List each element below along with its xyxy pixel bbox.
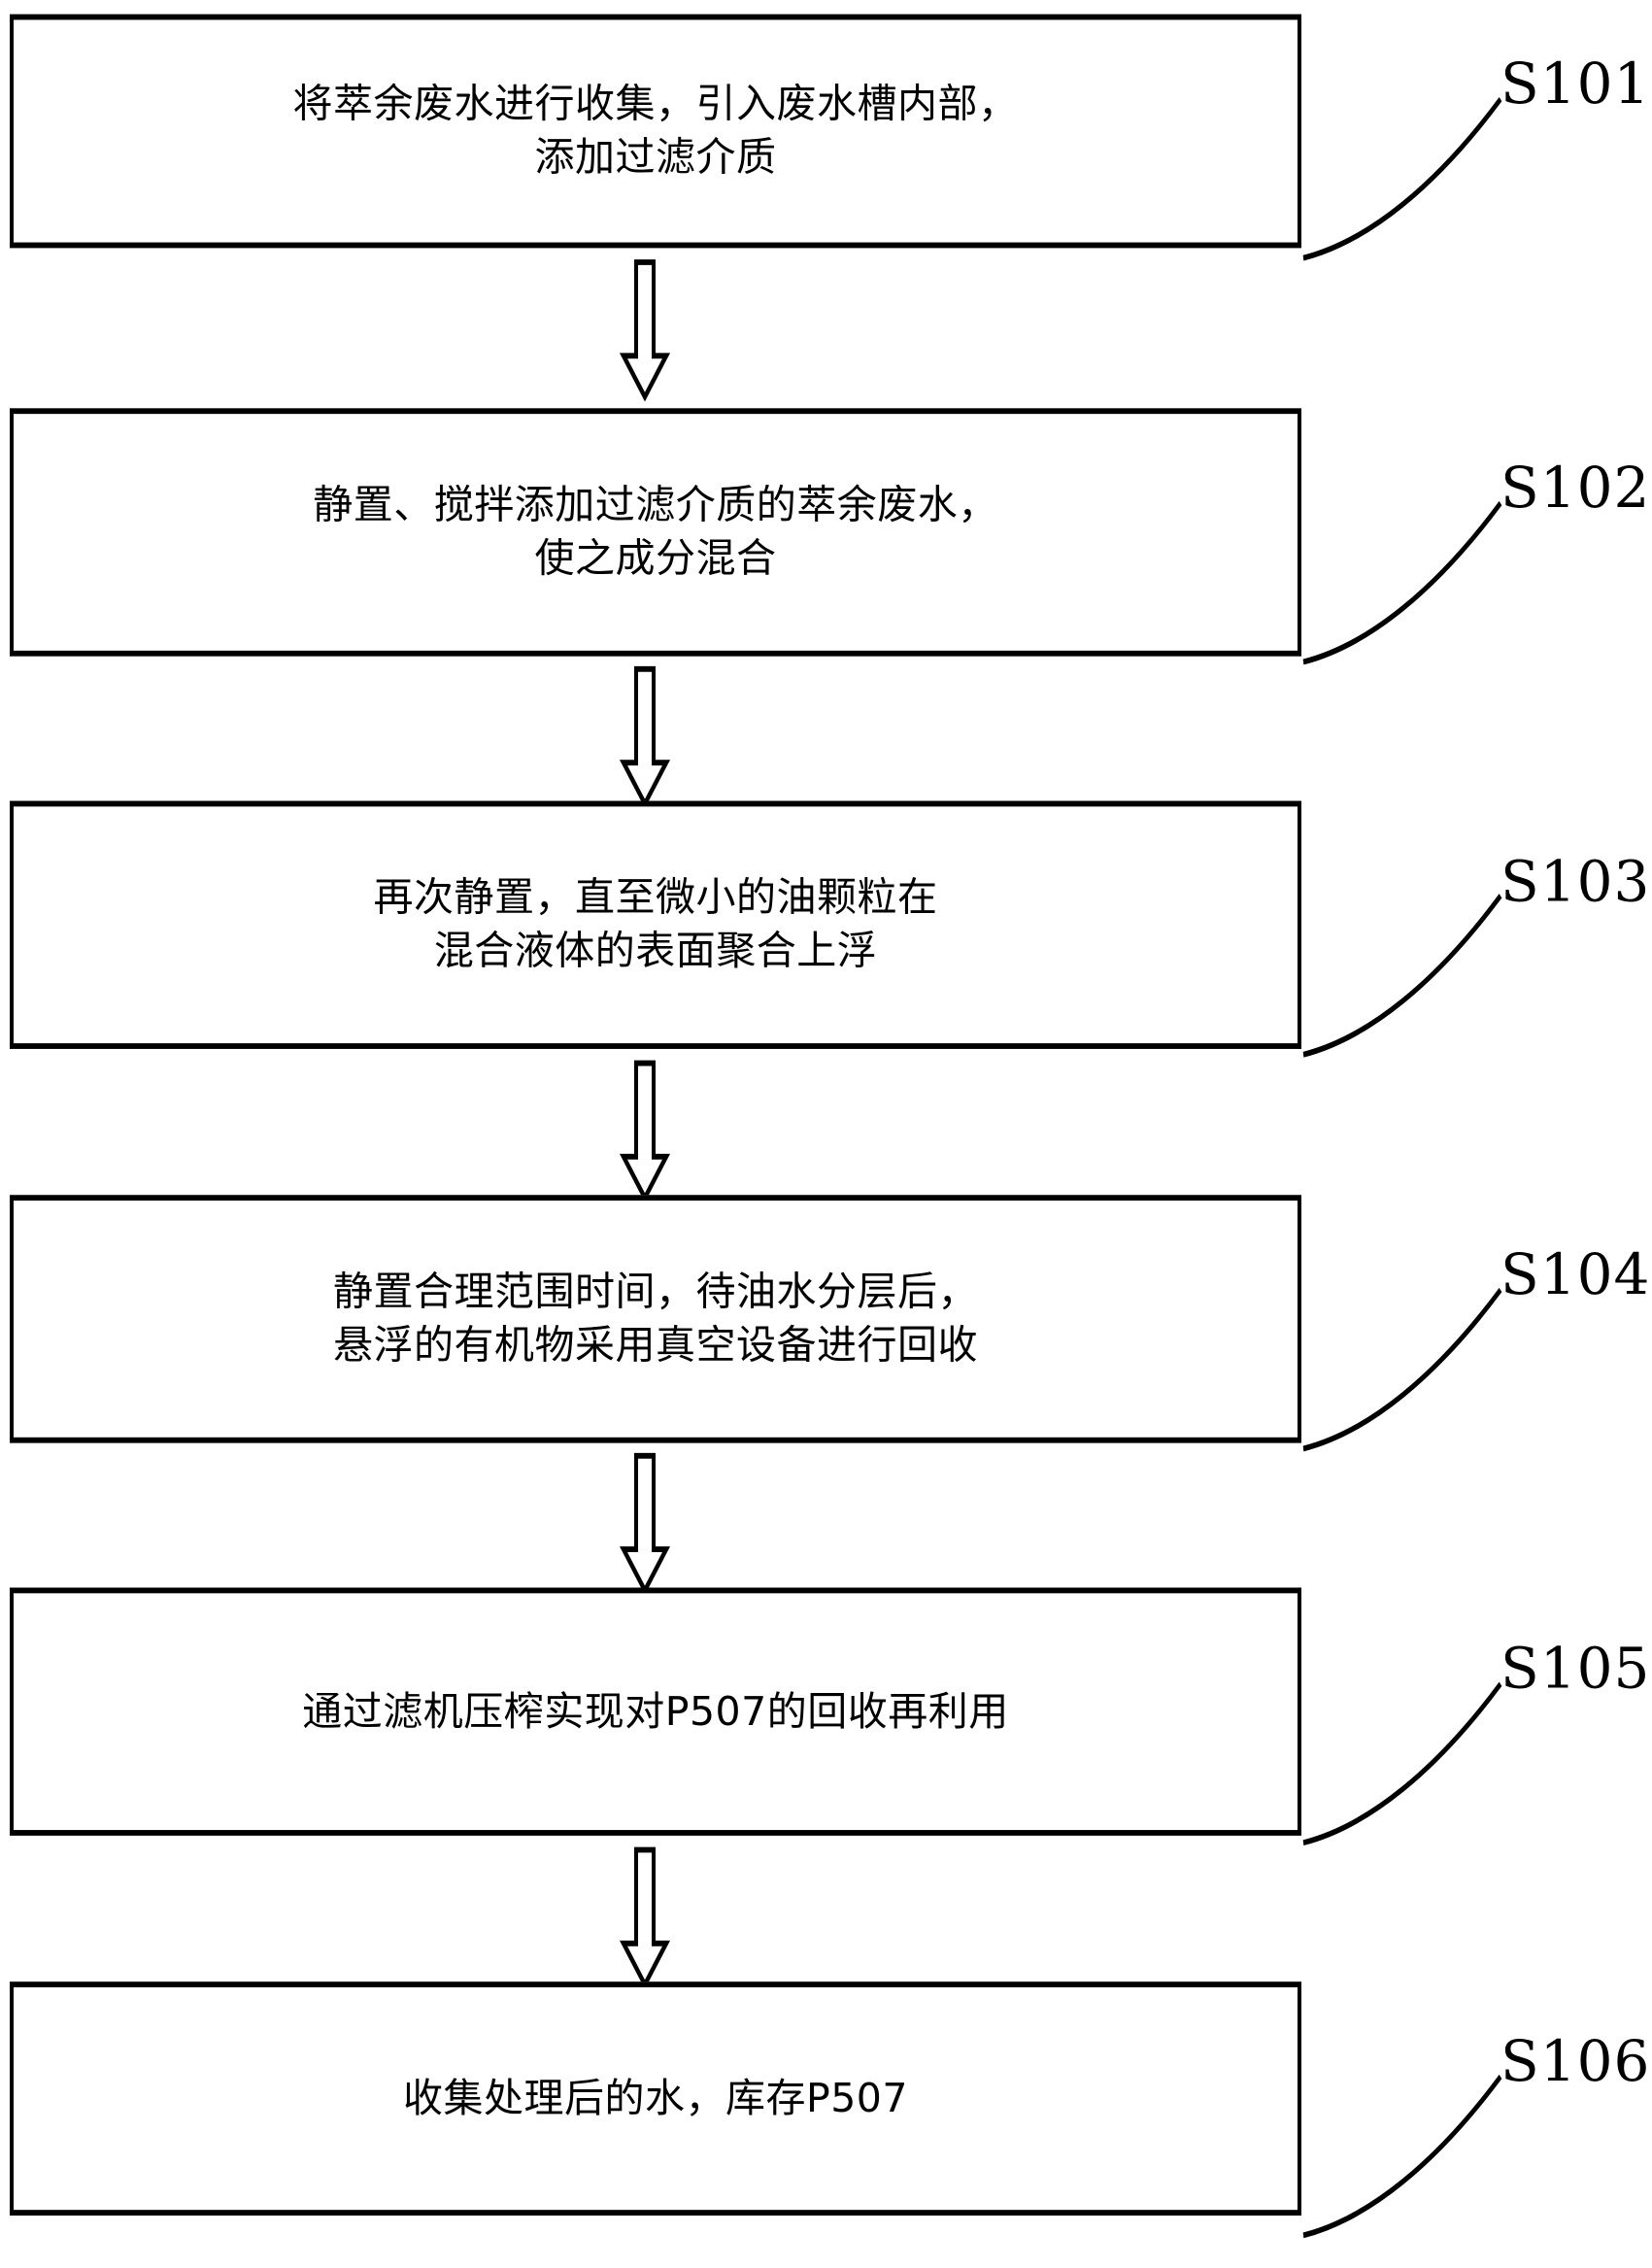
connector-arrow-s102-s103 bbox=[619, 665, 671, 809]
process-box-s104-text: 静置合理范围时间，待油水分层后， 悬浮的有机物采用真空设备进行回收 bbox=[333, 1268, 978, 1369]
process-box-s103-text: 再次静置，直至微小的油颗粒在 混合液体的表面聚合上浮 bbox=[373, 873, 938, 975]
step-label-s101: S101 bbox=[1500, 51, 1651, 118]
process-box-s102: 静置、搅拌添加过滤介质的萃余废水， 使之成分混合 bbox=[10, 408, 1301, 657]
process-box-s105: 通过滤机压榨实现对P507的回收再利用 bbox=[10, 1587, 1301, 1836]
process-box-s105-text: 通过滤机压榨实现对P507的回收再利用 bbox=[302, 1687, 1009, 1735]
leader-line-s101 bbox=[1302, 97, 1502, 261]
step-label-s105: S105 bbox=[1500, 1635, 1651, 1702]
process-box-s104: 静置合理范围时间，待油水分层后， 悬浮的有机物采用真空设备进行回收 bbox=[10, 1195, 1301, 1443]
leader-line-s105 bbox=[1302, 1681, 1502, 1846]
process-box-s101: 将萃余废水进行收集，引入废水槽内部， 添加过滤介质 bbox=[10, 14, 1301, 249]
leader-line-s102 bbox=[1302, 500, 1502, 665]
connector-arrow-s103-s104 bbox=[619, 1060, 671, 1203]
leader-line-s104 bbox=[1302, 1287, 1502, 1452]
process-box-s106: 收集处理后的水，库存P507 bbox=[10, 1981, 1301, 2217]
leader-line-s103 bbox=[1302, 894, 1502, 1058]
process-box-s106-text: 收集处理后的水，库存P507 bbox=[403, 2074, 908, 2121]
connector-arrow-s104-s105 bbox=[619, 1452, 671, 1596]
leader-line-s106 bbox=[1302, 2074, 1502, 2239]
process-box-s101-text: 将萃余废水进行收集，引入废水槽内部， 添加过滤介质 bbox=[292, 80, 1019, 181]
process-box-s102-text: 静置、搅拌添加过滤介质的萃余废水， 使之成分混合 bbox=[313, 481, 998, 582]
connector-arrow-s101-s102 bbox=[619, 259, 671, 402]
step-label-s104: S104 bbox=[1500, 1240, 1651, 1307]
step-label-s103: S103 bbox=[1500, 848, 1651, 915]
step-label-s102: S102 bbox=[1500, 455, 1651, 522]
process-box-s103: 再次静置，直至微小的油颗粒在 混合液体的表面聚合上浮 bbox=[10, 800, 1301, 1049]
connector-arrow-s105-s106 bbox=[619, 1846, 671, 1989]
step-label-s106: S106 bbox=[1500, 2027, 1651, 2094]
